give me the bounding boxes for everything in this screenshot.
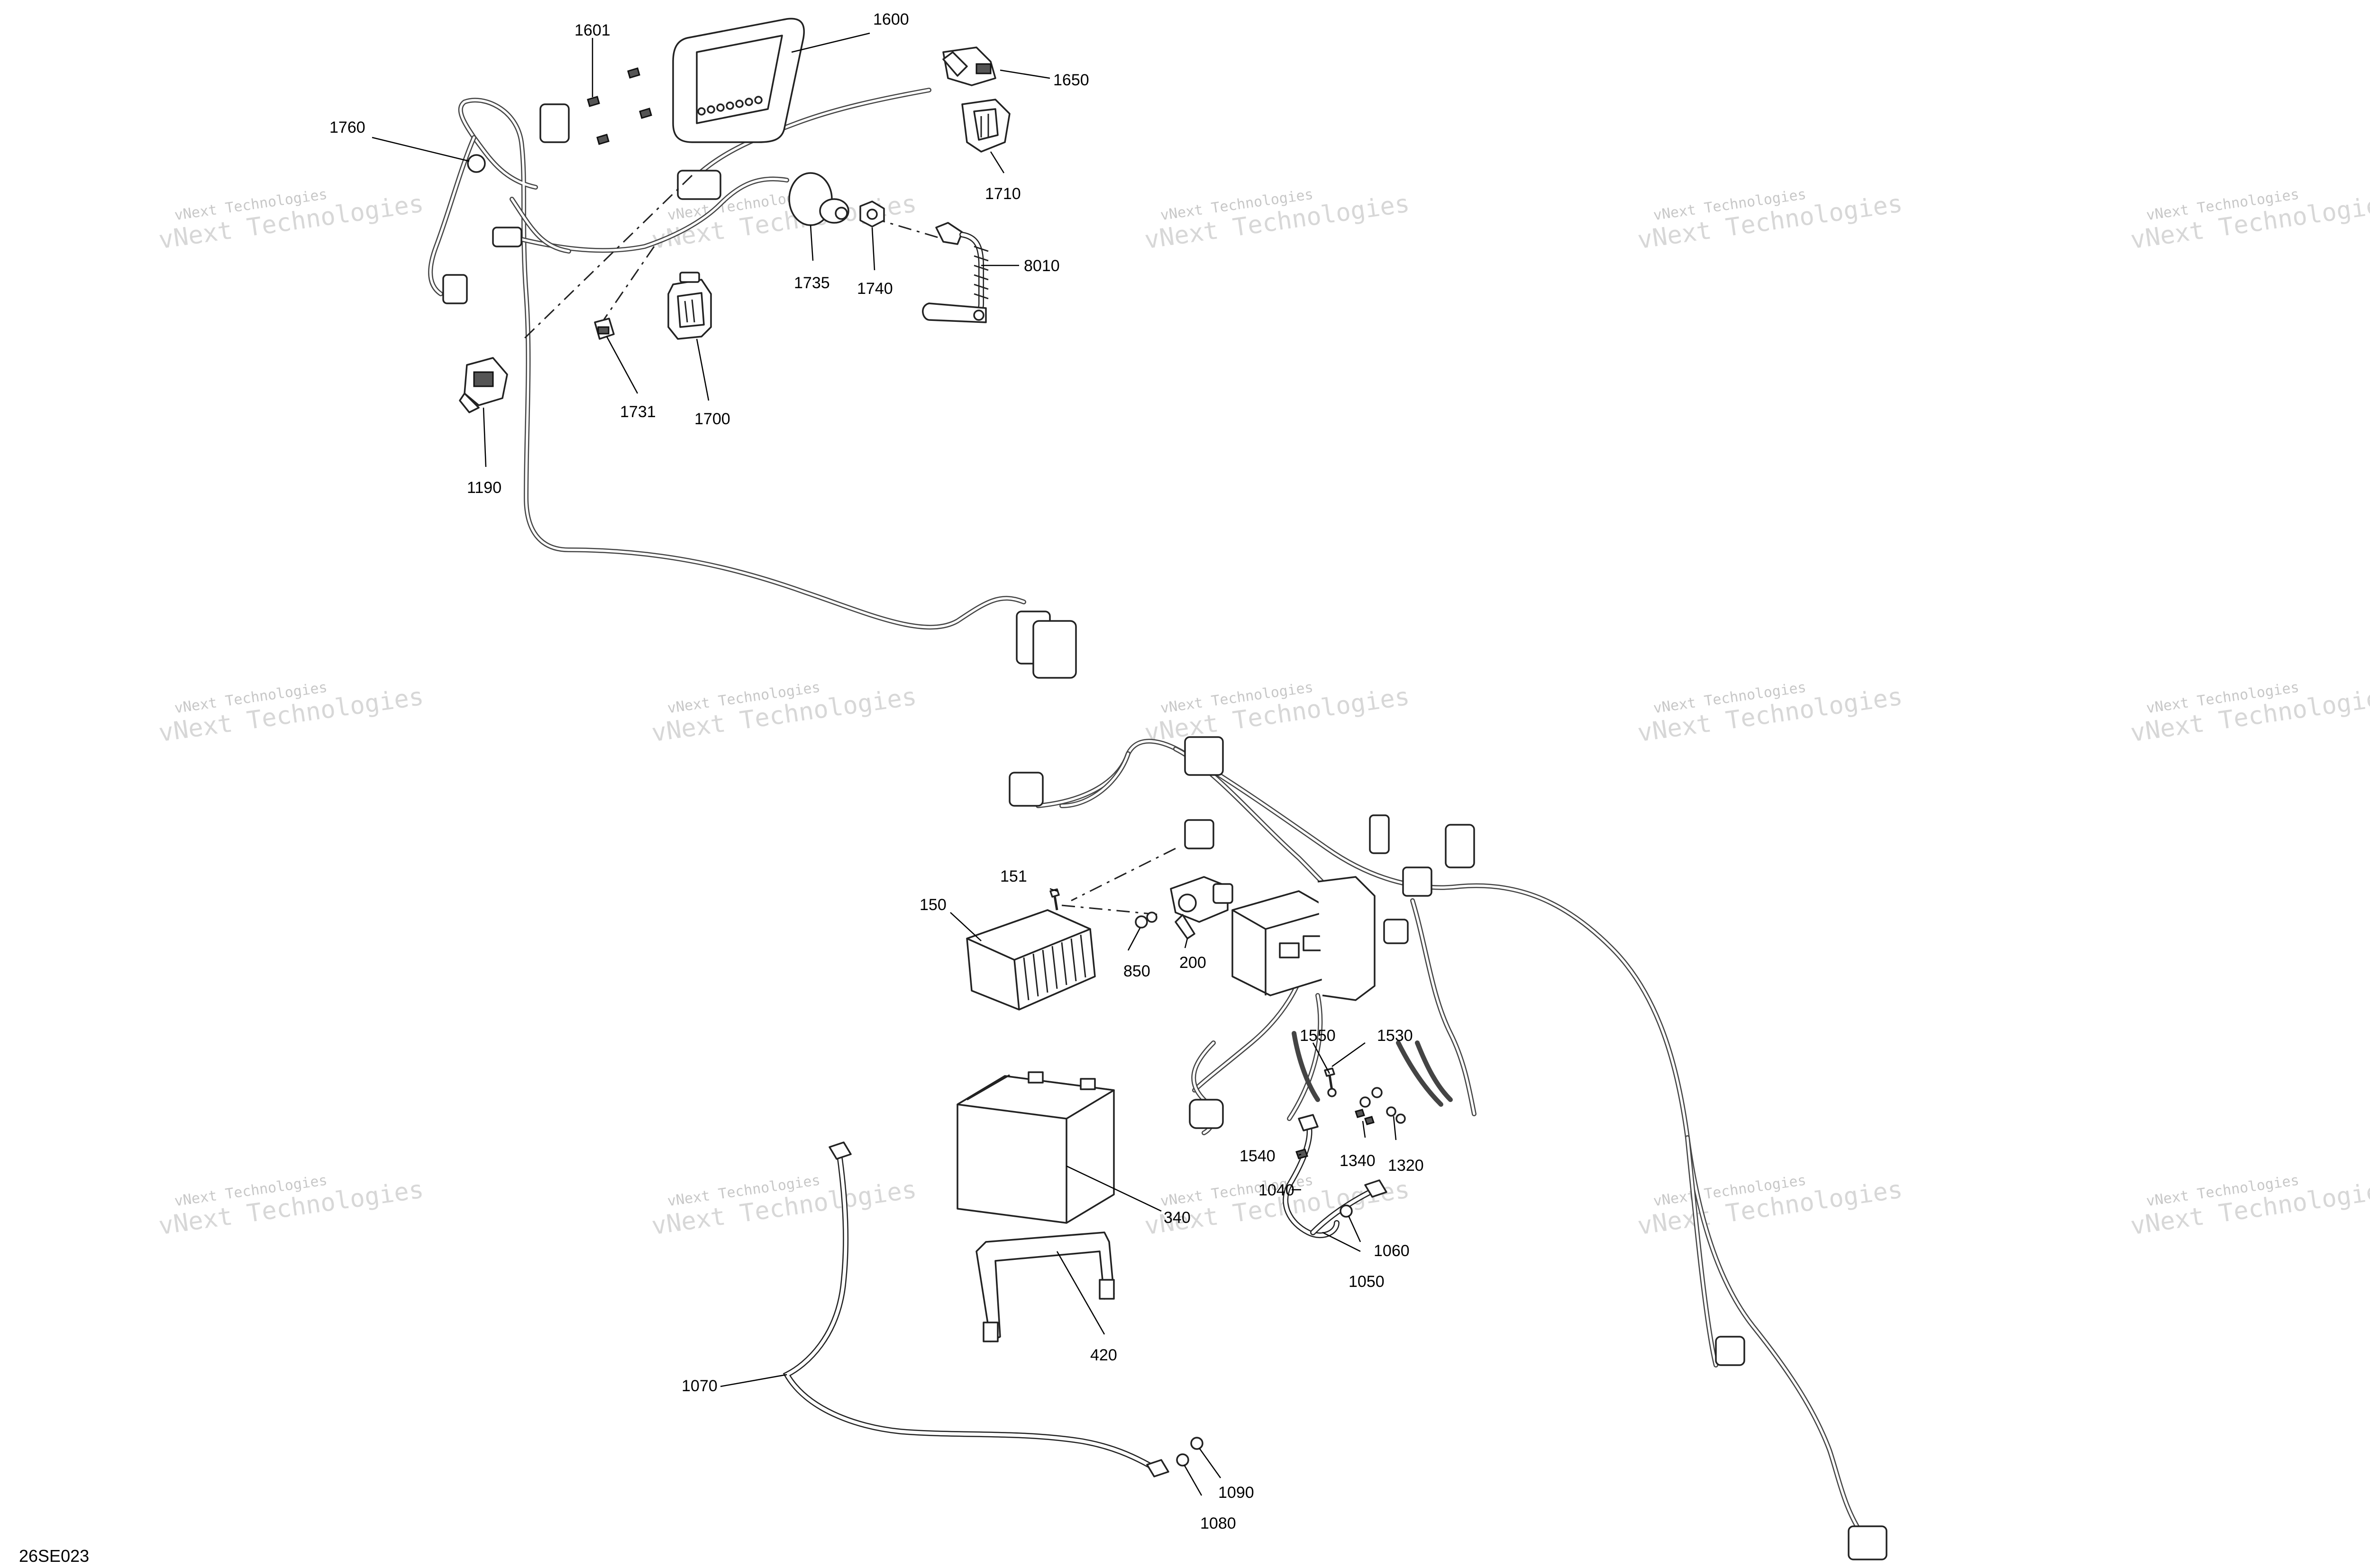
harness-connector bbox=[1032, 620, 1077, 679]
callout-1710: 1710 bbox=[985, 185, 1021, 203]
harness-connector bbox=[492, 227, 522, 247]
callout-1650: 1650 bbox=[1053, 71, 1089, 89]
callout-1340: 1340 bbox=[1340, 1152, 1376, 1170]
nut-1090 bbox=[1190, 1437, 1203, 1450]
harness-connector bbox=[677, 170, 721, 200]
callout-200: 200 bbox=[1179, 954, 1206, 972]
callout-1060: 1060 bbox=[1374, 1242, 1410, 1260]
fuse-box bbox=[1231, 890, 1333, 996]
callout-1760: 1760 bbox=[329, 119, 365, 137]
screw-151 bbox=[1049, 888, 1060, 911]
sensor-1190 bbox=[459, 357, 508, 413]
key-8010 bbox=[922, 222, 989, 323]
callout-1080: 1080 bbox=[1200, 1514, 1236, 1532]
nut-1740 bbox=[859, 201, 885, 228]
harness-connector bbox=[1184, 736, 1224, 776]
assembly-line bbox=[1061, 904, 1162, 916]
harness-connector bbox=[1369, 814, 1390, 854]
harness-connector bbox=[1402, 866, 1432, 897]
callout-1540: 1540 bbox=[1240, 1147, 1276, 1165]
harness-connector bbox=[1848, 1525, 1887, 1560]
heatsink-fins bbox=[1023, 934, 1086, 1001]
cable-1070 bbox=[783, 1141, 1169, 1477]
callout-151: 151 bbox=[1000, 867, 1027, 885]
display-buttons bbox=[697, 96, 763, 116]
relay-200 bbox=[1170, 876, 1233, 939]
battery-340 bbox=[957, 1071, 1115, 1224]
callout-850: 850 bbox=[1123, 962, 1150, 980]
connector-1650 bbox=[942, 46, 996, 86]
callout-1600: 1600 bbox=[873, 10, 909, 28]
watermark-layer: vNext Technologies vNext Technologies vN… bbox=[157, 186, 2370, 1240]
harness-connector bbox=[1009, 772, 1044, 807]
harness-connector bbox=[1189, 1099, 1224, 1129]
battery-strap-420 bbox=[975, 1231, 1115, 1342]
lower-wiring-harness bbox=[1009, 736, 1887, 1560]
screw-1340 bbox=[1355, 1109, 1375, 1125]
washer-1080 bbox=[1176, 1453, 1189, 1467]
fastener-1530 bbox=[1359, 1087, 1383, 1108]
screw-1540 bbox=[1295, 1149, 1308, 1159]
connector-1731 bbox=[594, 318, 615, 340]
callout-1090: 1090 bbox=[1218, 1484, 1254, 1502]
clip-1760 bbox=[467, 154, 486, 173]
callout-1190: 1190 bbox=[467, 479, 501, 497]
upper-wiring-harness bbox=[428, 88, 1077, 679]
callout-1320: 1320 bbox=[1388, 1157, 1424, 1175]
callout-labels: 1600 1601 1650 1710 1760 1735 1740 8010 … bbox=[329, 10, 1424, 1532]
harness-bracket bbox=[1317, 876, 1376, 1001]
callout-1700: 1700 bbox=[694, 410, 730, 428]
callout-1070: 1070 bbox=[682, 1377, 718, 1395]
display-cluster-1600 bbox=[672, 18, 805, 143]
callout-1601: 1601 bbox=[574, 21, 611, 39]
callout-420: 420 bbox=[1090, 1346, 1117, 1364]
harness-connector bbox=[442, 274, 468, 304]
nut-1320 bbox=[1386, 1106, 1406, 1124]
assembly-line bbox=[520, 174, 693, 342]
switch-1710 bbox=[961, 99, 1011, 153]
screw-1601 bbox=[587, 67, 652, 145]
harness-connector bbox=[1445, 824, 1475, 868]
screw-1550 bbox=[1324, 1067, 1337, 1097]
ignition-switch-1735 bbox=[788, 172, 849, 226]
callout-150: 150 bbox=[920, 896, 947, 914]
callout-1740: 1740 bbox=[857, 280, 893, 298]
harness-connector bbox=[1184, 819, 1214, 849]
harness-connector bbox=[1715, 1336, 1745, 1366]
nut-1060 bbox=[1340, 1204, 1353, 1218]
callout-1550: 1550 bbox=[1300, 1027, 1336, 1045]
harness-connector bbox=[1383, 919, 1409, 944]
callout-1530: 1530 bbox=[1377, 1027, 1413, 1045]
assembly-line bbox=[601, 246, 655, 323]
voltage-regulator-150 bbox=[966, 909, 1096, 1011]
callout-1735: 1735 bbox=[794, 274, 830, 292]
callout-340: 340 bbox=[1164, 1209, 1191, 1227]
diagram-reference: 26SE023 bbox=[19, 1546, 89, 1566]
assembly-line bbox=[1071, 848, 1176, 902]
leader-lines bbox=[372, 32, 1397, 1496]
callout-1040: 1040 bbox=[1258, 1181, 1294, 1199]
harness-connector bbox=[539, 103, 570, 143]
callout-1731: 1731 bbox=[620, 403, 656, 421]
callout-1050: 1050 bbox=[1349, 1273, 1385, 1291]
switch-module-1700 bbox=[667, 272, 712, 340]
nut-850 bbox=[1135, 912, 1158, 929]
callout-8010: 8010 bbox=[1024, 257, 1060, 275]
